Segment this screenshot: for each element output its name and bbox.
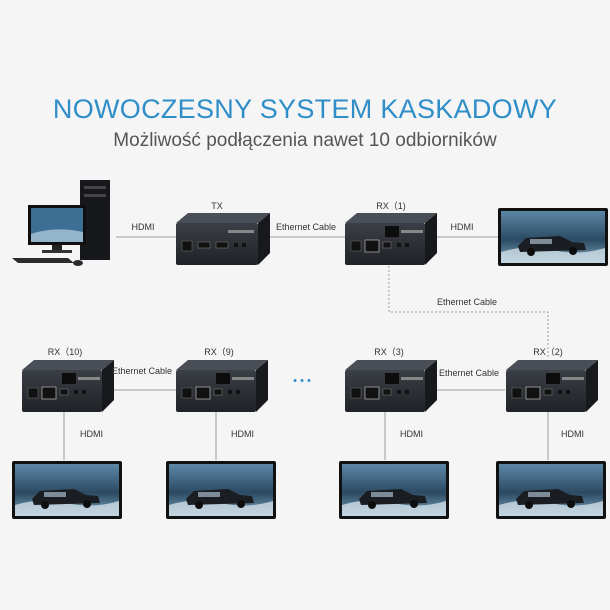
label-rx9: RX（9) [204, 347, 234, 357]
monitor-rx2 [496, 461, 606, 519]
label-hdmi-rx9: HDMI [231, 429, 254, 439]
label-rx1: RX（1) [376, 201, 406, 211]
label-ethernet-rx10-rx9: Ethernet Cable [112, 366, 172, 376]
monitor-rx1 [498, 208, 608, 266]
label-hdmi-rx2: HDMI [561, 429, 584, 439]
label-rx2: RX（2) [533, 347, 563, 357]
label-tx: TX [211, 201, 223, 211]
label-hdmi-rx10: HDMI [80, 429, 103, 439]
page-subtitle: Możliwość podłączenia nawet 10 odbiornik… [113, 130, 497, 151]
label-hdmi-rx3: HDMI [400, 429, 423, 439]
monitor-rx9 [166, 461, 276, 519]
label-hdmi-rx1-monitor: HDMI [451, 222, 474, 232]
label-hdmi-pc-tx: HDMI [132, 222, 155, 232]
page-title: NOWOCZESNY SYSTEM KASKADOWY [52, 94, 558, 124]
tx-device [175, 212, 271, 266]
ellipsis-more-receivers: • • • [293, 375, 311, 387]
label-rx10: RX（10) [48, 347, 83, 357]
label-ethernet-tx-rx1: Ethernet Cable [276, 222, 336, 232]
label-ethernet-rx1-rx2: Ethernet Cable [437, 297, 497, 307]
rx2-device [505, 359, 599, 413]
rx9-device [175, 359, 269, 413]
monitor-rx10 [12, 461, 122, 519]
pc-computer-icon [12, 180, 110, 266]
rx10-device [21, 359, 115, 413]
ethernet-cable-rx1-rx2 [388, 258, 549, 358]
rx1-device [344, 212, 438, 266]
label-rx3: RX（3) [374, 347, 404, 357]
label-ethernet-rx3-rx2: Ethernet Cable [439, 368, 499, 378]
monitor-rx3 [339, 461, 449, 519]
cables [63, 236, 549, 460]
rx3-device [344, 359, 438, 413]
